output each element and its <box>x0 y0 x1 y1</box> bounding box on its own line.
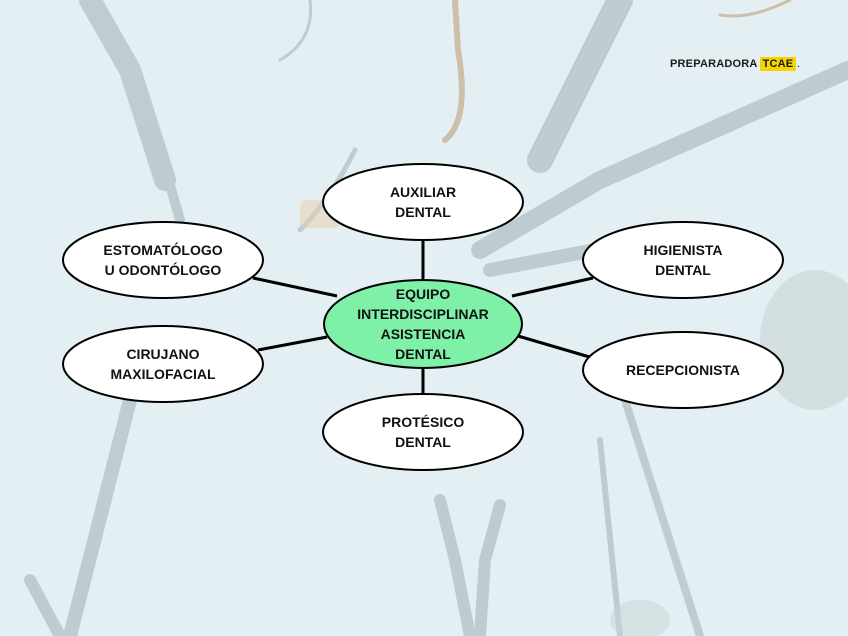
node-protesico-dental-label-line: PROTÉSICO <box>382 414 465 430</box>
connector-estomatologo-odontologo <box>252 276 338 298</box>
connector-cirujano-maxilofacial <box>257 335 328 352</box>
node-estomatologo-odontologo-shape <box>62 221 264 299</box>
connector-higienista-dental <box>511 276 594 298</box>
center-node-equipo-interdisciplinar: EQUIPO INTERDISCIPLINAR ASISTENCIA DENTAL <box>323 279 523 369</box>
center-node-equipo-interdisciplinar-label-line: ASISTENCIA <box>381 326 466 342</box>
node-auxiliar-dental-label-line: DENTAL <box>395 204 451 220</box>
node-recepcionista-shape <box>582 331 784 409</box>
node-protesico-dental-shape <box>322 393 524 471</box>
node-cirujano-maxilofacial-shape <box>62 325 264 403</box>
node-recepcionista-label-line: RECEPCIONISTA <box>626 362 740 378</box>
node-estomatologo-odontologo-label-line: ESTOMATÓLOGO <box>103 241 222 258</box>
node-cirujano-maxilofacial: CIRUJANO MAXILOFACIAL <box>62 325 264 403</box>
node-estomatologo-odontologo-label-line: U ODONTÓLOGO <box>105 261 222 278</box>
node-estomatologo-odontologo: ESTOMATÓLOGO U ODONTÓLOGO <box>62 221 264 299</box>
connector-recepcionista <box>517 334 594 360</box>
node-higienista-dental-label-line: DENTAL <box>655 262 711 278</box>
node-recepcionista: RECEPCIONISTA <box>582 331 784 409</box>
node-cirujano-maxilofacial-label-line: CIRUJANO <box>126 346 199 362</box>
preparadora-tcae-logo: PREPARADORA TCAE . <box>670 55 800 73</box>
node-protesico-dental-label-line: DENTAL <box>395 434 451 450</box>
center-node-equipo-interdisciplinar-shape <box>323 279 523 369</box>
brand-name-part2: TCAE <box>759 57 797 71</box>
node-cirujano-maxilofacial-label-line: MAXILOFACIAL <box>111 366 216 382</box>
brand-name-part1: PREPARADORA <box>670 58 758 70</box>
node-higienista-dental-label-line: HIGIENISTA <box>643 242 722 258</box>
center-node-equipo-interdisciplinar-label-line: EQUIPO <box>396 286 451 302</box>
brand-suffix: . <box>797 59 800 69</box>
center-node-equipo-interdisciplinar-label-line: INTERDISCIPLINAR <box>357 306 488 322</box>
node-auxiliar-dental-shape <box>322 163 524 241</box>
node-auxiliar-dental: AUXILIAR DENTAL <box>322 163 524 241</box>
node-higienista-dental: HIGIENISTA DENTAL <box>582 221 784 299</box>
node-protesico-dental: PROTÉSICO DENTAL <box>322 393 524 471</box>
center-node-equipo-interdisciplinar-label-line: DENTAL <box>395 346 451 362</box>
node-higienista-dental-shape <box>582 221 784 299</box>
node-auxiliar-dental-label-line: AUXILIAR <box>390 184 456 200</box>
